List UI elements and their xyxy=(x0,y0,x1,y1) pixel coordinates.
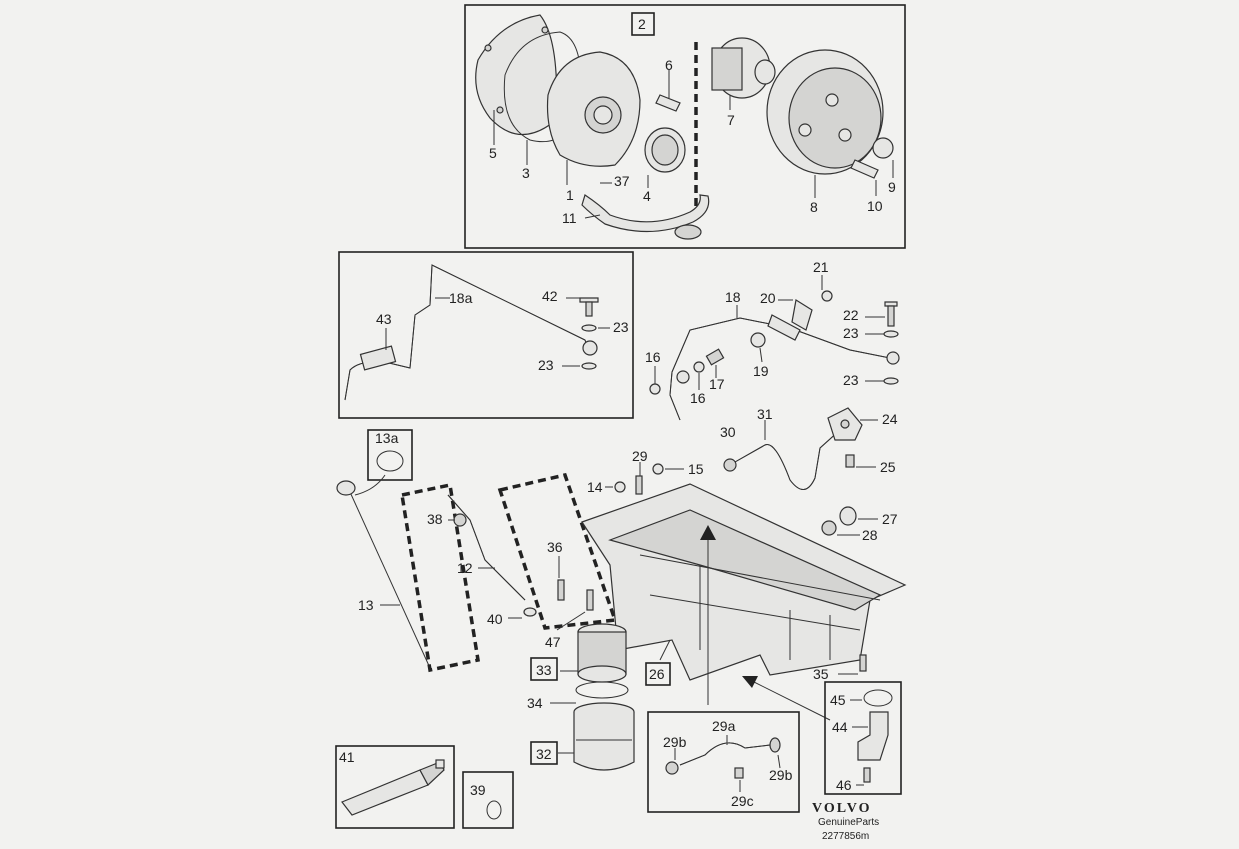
callout-35: 35 xyxy=(813,666,829,682)
callout-9: 9 xyxy=(888,179,896,195)
dipstick-group: 13a 13 12 38 40 xyxy=(336,429,618,673)
pipe-18-group: 18 20 21 22 23 23 19 17 16 16 xyxy=(645,259,900,421)
callout-47: 47 xyxy=(545,634,561,650)
callout-34: 34 xyxy=(527,695,543,711)
diagram-number: 2277856m xyxy=(822,831,869,842)
pulley-bolt-part xyxy=(850,159,879,179)
branding: VOLVO GenuineParts 2277856m xyxy=(812,801,879,842)
callout-12: 12 xyxy=(457,560,473,576)
callout-27: 27 xyxy=(882,511,898,527)
oil-pump-frame xyxy=(464,4,906,249)
callout-25: 25 xyxy=(880,459,896,475)
suction-pipe-part xyxy=(581,194,710,233)
callout-4: 4 xyxy=(643,188,651,204)
callout-19: 19 xyxy=(753,363,769,379)
callout-29a: 29a xyxy=(712,718,736,734)
pipe-29a-group: 29a 29b 29b 29c xyxy=(647,711,800,813)
callout-36: 36 xyxy=(547,539,563,555)
callout-20: 20 xyxy=(760,290,776,306)
callout-43: 43 xyxy=(376,311,392,327)
callout-42: 42 xyxy=(542,288,558,304)
pipe-18a-group: 18a 42 23 23 43 xyxy=(338,251,634,419)
pipe-31-group: 31 30 24 25 xyxy=(720,406,898,490)
callout-41: 41 xyxy=(339,749,355,765)
callout-13a-frame xyxy=(367,429,413,481)
callout-44: 44 xyxy=(832,719,848,735)
genuine-parts-text: GenuineParts xyxy=(818,817,879,828)
sensor-group: 45 44 46 xyxy=(824,681,902,795)
oil-pump-group: 2 5 3 1 37 4 6 7 8 9 10 11 xyxy=(464,4,906,249)
bolt-part xyxy=(655,94,681,112)
callout-32: 32 xyxy=(536,746,552,762)
pulley-part xyxy=(766,49,884,175)
callout-23-d: 23 xyxy=(843,372,859,388)
callout-23-b: 23 xyxy=(538,357,554,373)
callout-5: 5 xyxy=(489,145,497,161)
callout-37: 37 xyxy=(614,173,630,189)
oil-pan-part xyxy=(581,483,907,681)
callout-18a: 18a xyxy=(449,290,473,306)
volvo-logo: VOLVO xyxy=(812,801,872,816)
callout-33: 33 xyxy=(536,662,552,678)
callout-16-a: 16 xyxy=(645,349,661,365)
oil-filter-group: 33 34 32 xyxy=(527,623,635,771)
callout-38: 38 xyxy=(427,511,443,527)
callout-31: 31 xyxy=(757,406,773,422)
sealant-frame xyxy=(335,745,455,829)
callout-17: 17 xyxy=(709,376,725,392)
callout-13a: 13a xyxy=(375,430,399,446)
callout-6: 6 xyxy=(665,57,673,73)
seal-39-group: 39 xyxy=(462,771,514,829)
callout-30: 30 xyxy=(720,424,736,440)
sealant-group: 41 xyxy=(335,745,455,829)
oil-pan-group: 29 15 14 27 28 36 47 26 35 xyxy=(545,448,907,721)
callout-15: 15 xyxy=(688,461,704,477)
pipe-29a-frame xyxy=(647,711,800,813)
sprocket-part xyxy=(711,37,776,99)
callout-8: 8 xyxy=(810,199,818,215)
callout-3: 3 xyxy=(522,165,530,181)
callout-29: 29 xyxy=(632,448,648,464)
callout-22: 22 xyxy=(843,307,859,323)
callout-11: 11 xyxy=(562,210,577,226)
callout-45: 45 xyxy=(830,692,846,708)
callout-39: 39 xyxy=(470,782,486,798)
callout-29b-a: 29b xyxy=(663,734,687,750)
seal-39-frame xyxy=(462,771,514,829)
callout-13: 13 xyxy=(358,597,374,613)
callout-1: 1 xyxy=(566,187,574,203)
callout-46: 46 xyxy=(836,777,852,793)
callout-14: 14 xyxy=(587,479,603,495)
callout-29b-b: 29b xyxy=(769,767,793,783)
callout-40: 40 xyxy=(487,611,503,627)
callout-10: 10 xyxy=(867,198,883,214)
callout-29c: 29c xyxy=(731,793,754,809)
callout-26: 26 xyxy=(649,666,665,682)
callout-16-b: 16 xyxy=(690,390,706,406)
callout-23-c: 23 xyxy=(843,325,859,341)
callout-18: 18 xyxy=(725,289,741,305)
callout-7: 7 xyxy=(727,112,735,128)
callout-23-a: 23 xyxy=(613,319,629,335)
callout-28: 28 xyxy=(862,527,878,543)
sensor-frame xyxy=(824,681,902,795)
callout-2: 2 xyxy=(638,16,646,32)
callout-21: 21 xyxy=(813,259,829,275)
center-bolt-part xyxy=(872,137,894,159)
pipe-18a-frame xyxy=(338,251,634,419)
callout-24: 24 xyxy=(882,411,898,427)
